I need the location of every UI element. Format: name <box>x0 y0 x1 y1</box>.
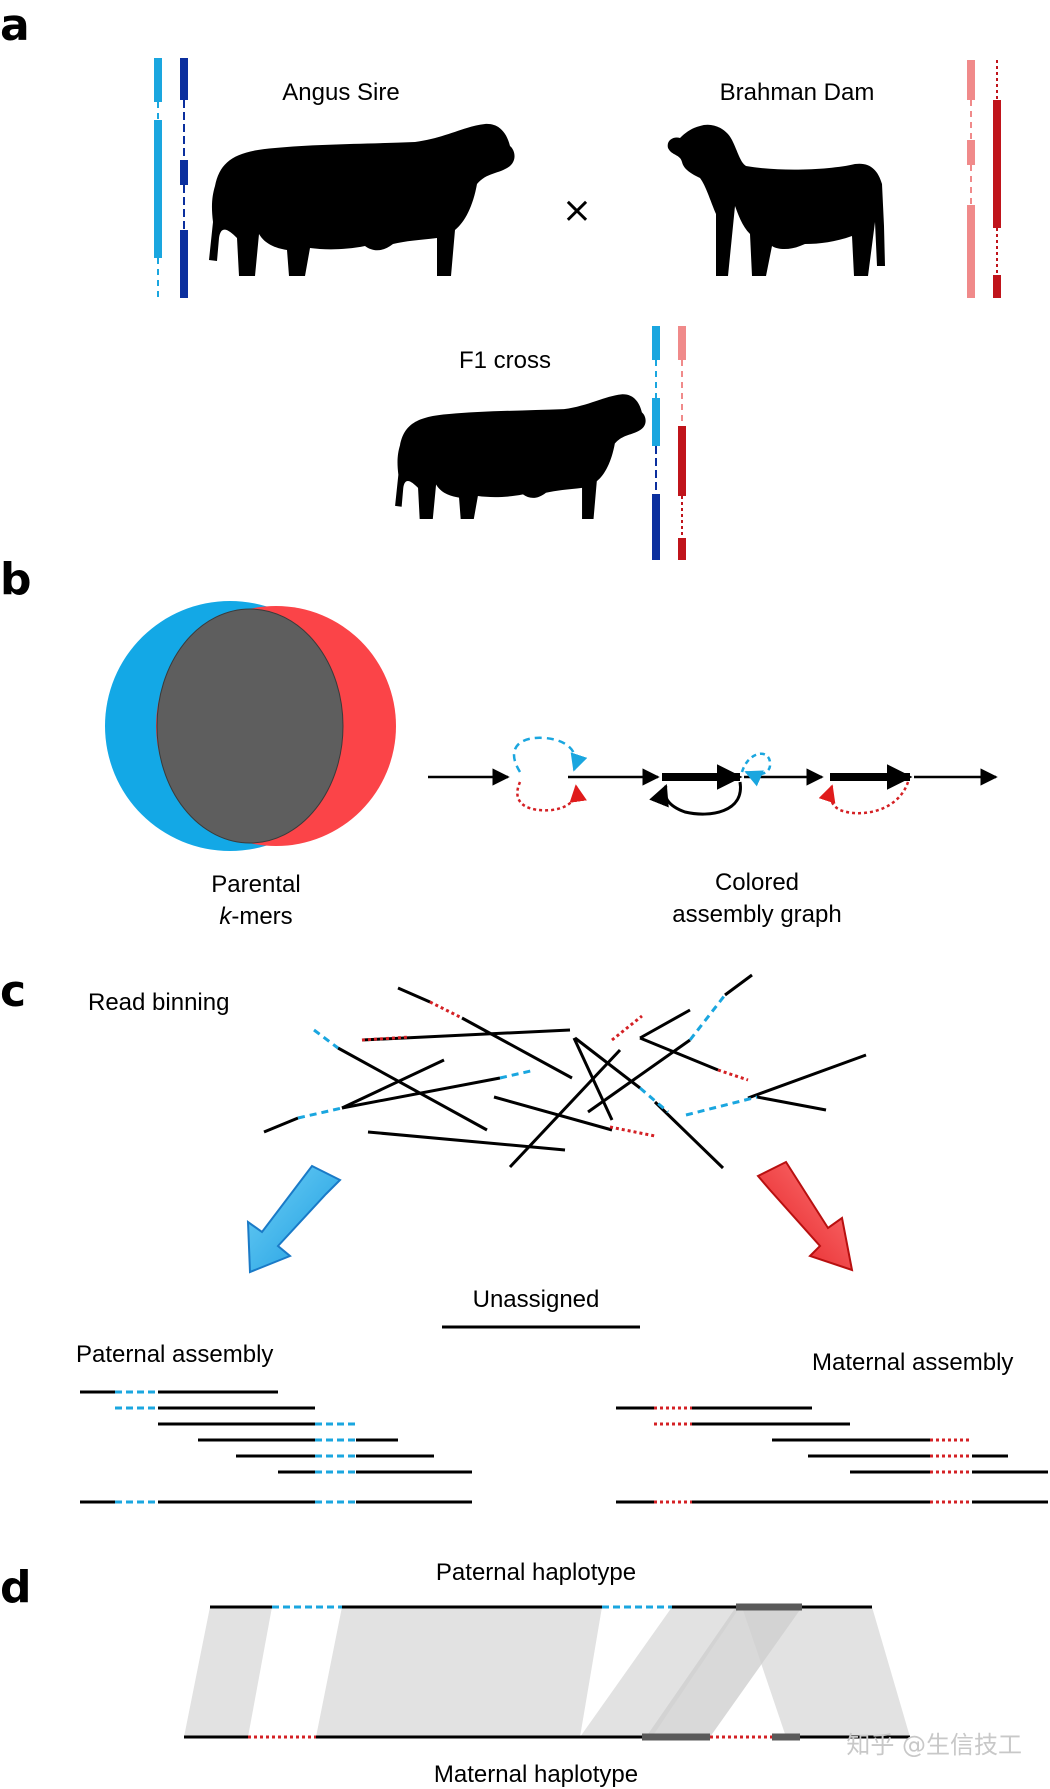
panel-b: b Parental k-mers Colored assembly graph <box>0 554 998 930</box>
venn-overlap <box>156 608 344 844</box>
f1-label: F1 cross <box>459 347 551 374</box>
read-pool <box>263 973 867 1170</box>
panel-a-label: a <box>0 0 30 51</box>
sire-chromosomes <box>154 58 188 298</box>
paternal-assembly-label: Paternal assembly <box>76 1341 273 1368</box>
maternal-assembly-label: Maternal assembly <box>812 1349 1013 1376</box>
dam-label: Brahman Dam <box>720 79 875 106</box>
repeat-loop-edge <box>649 781 742 816</box>
unassigned-label: Unassigned <box>473 1286 600 1313</box>
synteny-blocks <box>184 1607 910 1737</box>
paternal-bin-arrow <box>246 1164 342 1274</box>
dam-chromosomes <box>967 60 1001 298</box>
colored-assembly-graph <box>428 736 998 816</box>
cross-symbol: × <box>562 190 592 231</box>
brahman-dam-silhouette <box>667 124 885 277</box>
panel-d: d Paternal haplotype Mate <box>0 1559 910 1788</box>
kmer-venn-diagram <box>105 601 396 851</box>
panel-c-label: c <box>0 966 26 1017</box>
maternal-bin-arrow <box>756 1160 854 1272</box>
panel-c: c Read binning <box>0 966 1048 1504</box>
maternal-bubble-edge <box>818 781 910 815</box>
maternal-assembly-reads <box>616 1406 1048 1504</box>
kmers-label-line2: k-mers <box>219 903 292 930</box>
paternal-self-loop <box>740 752 772 787</box>
f1-chromosomes <box>652 326 686 560</box>
read-binning-label: Read binning <box>88 989 229 1016</box>
paternal-bubble-edge <box>512 736 588 773</box>
graph-label-line2: assembly graph <box>672 901 841 928</box>
watermark: 知乎 @生信技工 <box>846 1731 1022 1759</box>
f1-cross-silhouette <box>395 394 646 519</box>
paternal-assembly-reads <box>80 1390 472 1504</box>
panel-d-label: d <box>0 1562 32 1613</box>
sire-label: Angus Sire <box>282 79 399 106</box>
graph-label-line1: Colored <box>715 869 799 896</box>
panel-b-label: b <box>0 554 32 605</box>
kmers-label-line1: Parental <box>211 871 300 898</box>
angus-sire-silhouette <box>209 123 515 277</box>
panel-a: a Angus Sire × Brahman Dam <box>0 0 1001 560</box>
paternal-haplotype-label: Paternal haplotype <box>436 1559 636 1586</box>
maternal-haplotype-label: Maternal haplotype <box>434 1761 638 1788</box>
maternal-bubble-edge <box>516 781 587 812</box>
